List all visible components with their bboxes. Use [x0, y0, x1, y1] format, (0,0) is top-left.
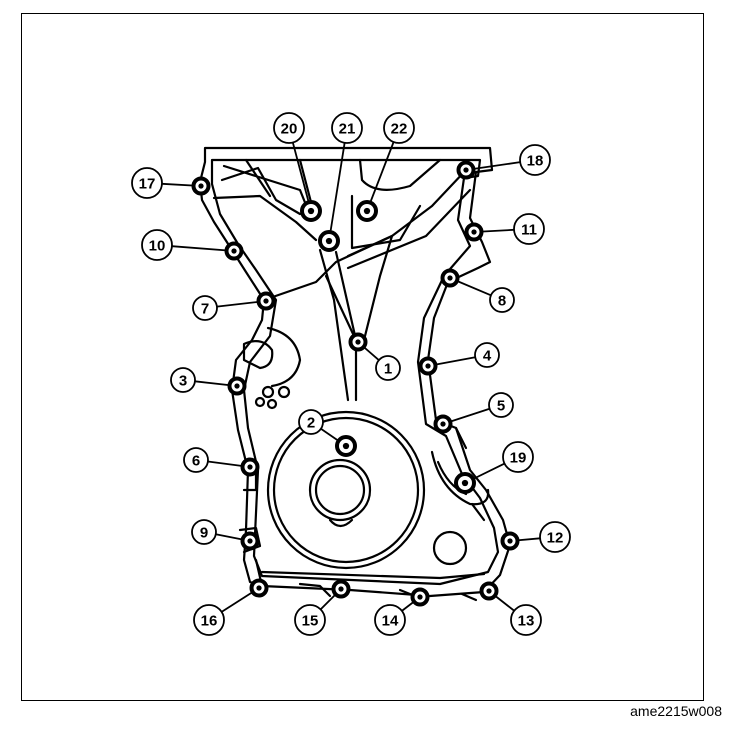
- callout-bubble-7: [192, 295, 218, 321]
- callout-label-3: 3: [179, 373, 187, 390]
- callout-label-17: 17: [139, 176, 156, 193]
- callout-bubble-20: [273, 112, 305, 144]
- leader-line-20: [291, 142, 312, 212]
- callout-label-14: 14: [382, 613, 399, 630]
- callout-bubble-15: [294, 604, 326, 636]
- bolt-center-18: [463, 167, 469, 173]
- bolt-center-13: [486, 588, 492, 594]
- callout-label-21: 21: [339, 121, 356, 138]
- callout-label-20: 20: [281, 121, 298, 138]
- callout-bubble-4: [474, 342, 500, 368]
- callout-label-9: 9: [200, 525, 208, 542]
- timing-cover-outline: [198, 146, 512, 602]
- callout-label-11: 11: [521, 222, 537, 239]
- callout-bubble-2: [298, 409, 324, 435]
- callout-label-10: 10: [149, 238, 166, 255]
- bolt-center-17: [198, 183, 204, 189]
- figure-caption: ame2215w008: [630, 703, 722, 719]
- callout-label-8: 8: [498, 293, 506, 310]
- bolt-center-4: [425, 363, 431, 369]
- bolt-center-1: [355, 339, 361, 345]
- callout-bubble-21: [331, 112, 363, 144]
- bolt-center-22: [363, 207, 371, 215]
- bolt-center-16: [256, 585, 262, 591]
- callout-bubble-10: [141, 229, 173, 261]
- callout-bubble-11: [513, 213, 545, 245]
- callout-bubble-22: [383, 112, 415, 144]
- callout-bubble-3: [170, 367, 196, 393]
- callout-label-2: 2: [307, 415, 315, 432]
- bolt-center-11: [471, 229, 477, 235]
- callout-label-13: 13: [518, 613, 535, 630]
- bolt-center-7: [263, 298, 269, 304]
- leader-line-22: [366, 141, 395, 212]
- callout-label-5: 5: [497, 398, 505, 415]
- bolt-center-6: [247, 464, 253, 470]
- callout-bubble-1: [375, 355, 401, 381]
- bolt-center-19: [461, 479, 469, 487]
- callout-bubble-14: [374, 604, 406, 636]
- callout-bubble-13: [510, 604, 542, 636]
- callout-label-7: 7: [201, 301, 209, 318]
- callout-bubble-9: [191, 519, 217, 545]
- bolt-center-21: [325, 237, 333, 245]
- callout-label-1: 1: [384, 361, 392, 378]
- callout-label-15: 15: [302, 613, 319, 630]
- callout-bubble-8: [489, 287, 515, 313]
- callout-bubble-17: [131, 167, 163, 199]
- callout-label-16: 16: [201, 613, 218, 630]
- leader-line-21: [328, 142, 346, 242]
- callout-bubble-6: [183, 447, 209, 473]
- leader-line-10: [171, 245, 235, 252]
- figure-frame: [21, 13, 704, 701]
- bolt-center-9: [247, 538, 253, 544]
- callout-label-18: 18: [527, 153, 544, 170]
- callout-bubble-18: [519, 144, 551, 176]
- callout-bubble-12: [539, 521, 571, 553]
- bolt-center-15: [338, 586, 344, 592]
- callout-label-19: 19: [510, 450, 527, 467]
- callout-label-4: 4: [483, 348, 492, 365]
- bolt-center-3: [234, 383, 240, 389]
- bolt-center-12: [507, 538, 513, 544]
- bolt-center-8: [447, 275, 453, 281]
- callout-label-22: 22: [391, 121, 408, 138]
- callout-bubble-5: [488, 392, 514, 418]
- bolt-center-14: [417, 594, 423, 600]
- callout-label-12: 12: [547, 530, 564, 547]
- bolt-center-2: [342, 442, 350, 450]
- bolt-center-20: [307, 207, 315, 215]
- callout-bubble-16: [193, 604, 225, 636]
- callout-bubble-19: [502, 441, 534, 473]
- bolt-center-5: [440, 421, 446, 427]
- bolt-center-10: [231, 248, 237, 254]
- callout-label-6: 6: [192, 453, 200, 470]
